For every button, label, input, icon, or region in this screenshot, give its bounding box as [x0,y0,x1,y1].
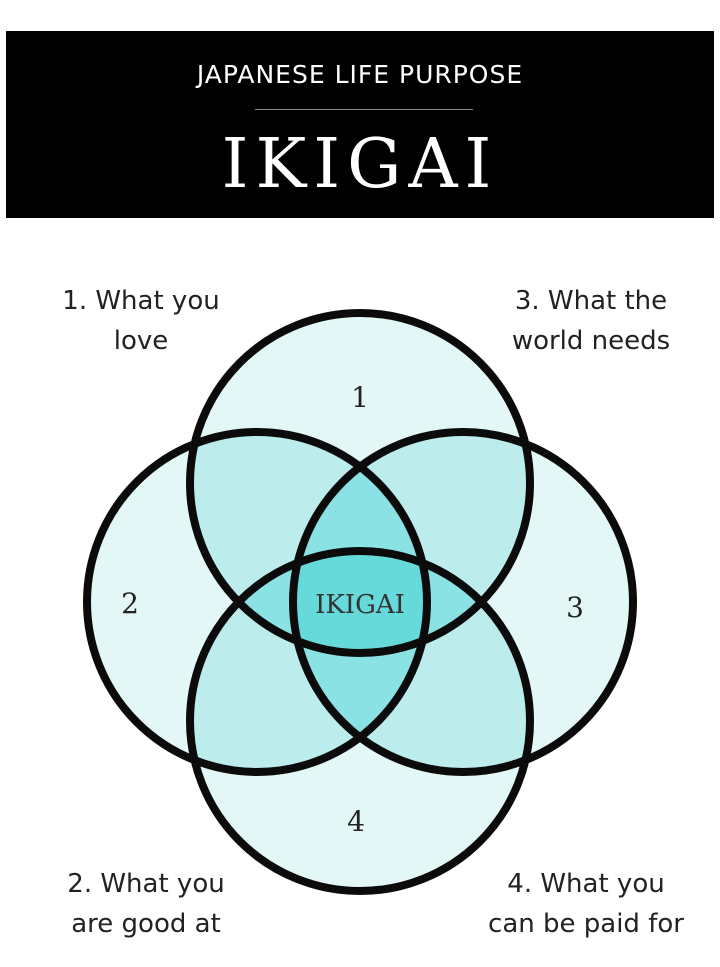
outline-what-the-world-needs [289,428,637,776]
label-what-you-love: 1. What you love [36,281,246,361]
outline-what-you-love [186,309,534,657]
circle-number-4: 4 [347,805,365,838]
circle-number-1: 1 [351,381,369,414]
label-what-you-can-be-paid-for-line-1: 4. What you [507,869,665,899]
circle-outlines [83,309,637,895]
header-title: IKIGAI [221,125,499,204]
label-what-you-are-good-at: 2. What you are good at [36,864,256,944]
label-what-you-can-be-paid-for-line-2: can be paid for [488,909,684,939]
overlap-good-at-world-needs-paid-for [293,551,427,772]
label-what-you-love-line-2: love [113,326,169,356]
header-banner: JAPANESE LIFE PURPOSE IKIGAI [6,31,714,218]
circle-number-3: 3 [566,591,584,624]
label-what-the-world-needs-line-1: 3. What the [514,286,668,316]
overlap-love-good-at-world-needs [293,432,427,653]
outline-what-you-are-good-at [83,428,431,776]
label-what-you-are-good-at-line-1: 2. What you [67,869,225,899]
outline-what-you-can-be-paid-for [186,547,534,895]
circle-number-2: 2 [121,587,139,620]
center-label: IKIGAI [315,590,405,620]
label-what-you-can-be-paid-for: 4. What you can be paid for [461,864,711,944]
label-what-the-world-needs-line-2: world needs [511,326,671,356]
label-what-the-world-needs: 3. What the world needs [476,281,706,361]
venn-diagram: 1 2 3 4 IKIGAI [83,309,637,895]
header-subtitle: JAPANESE LIFE PURPOSE [196,60,524,89]
label-what-you-are-good-at-line-2: are good at [71,909,221,939]
label-what-you-love-line-1: 1. What you [62,286,220,316]
ikigai-card: JAPANESE LIFE PURPOSE IKIGAI 1. What you… [6,31,714,967]
header-divider [255,109,473,110]
